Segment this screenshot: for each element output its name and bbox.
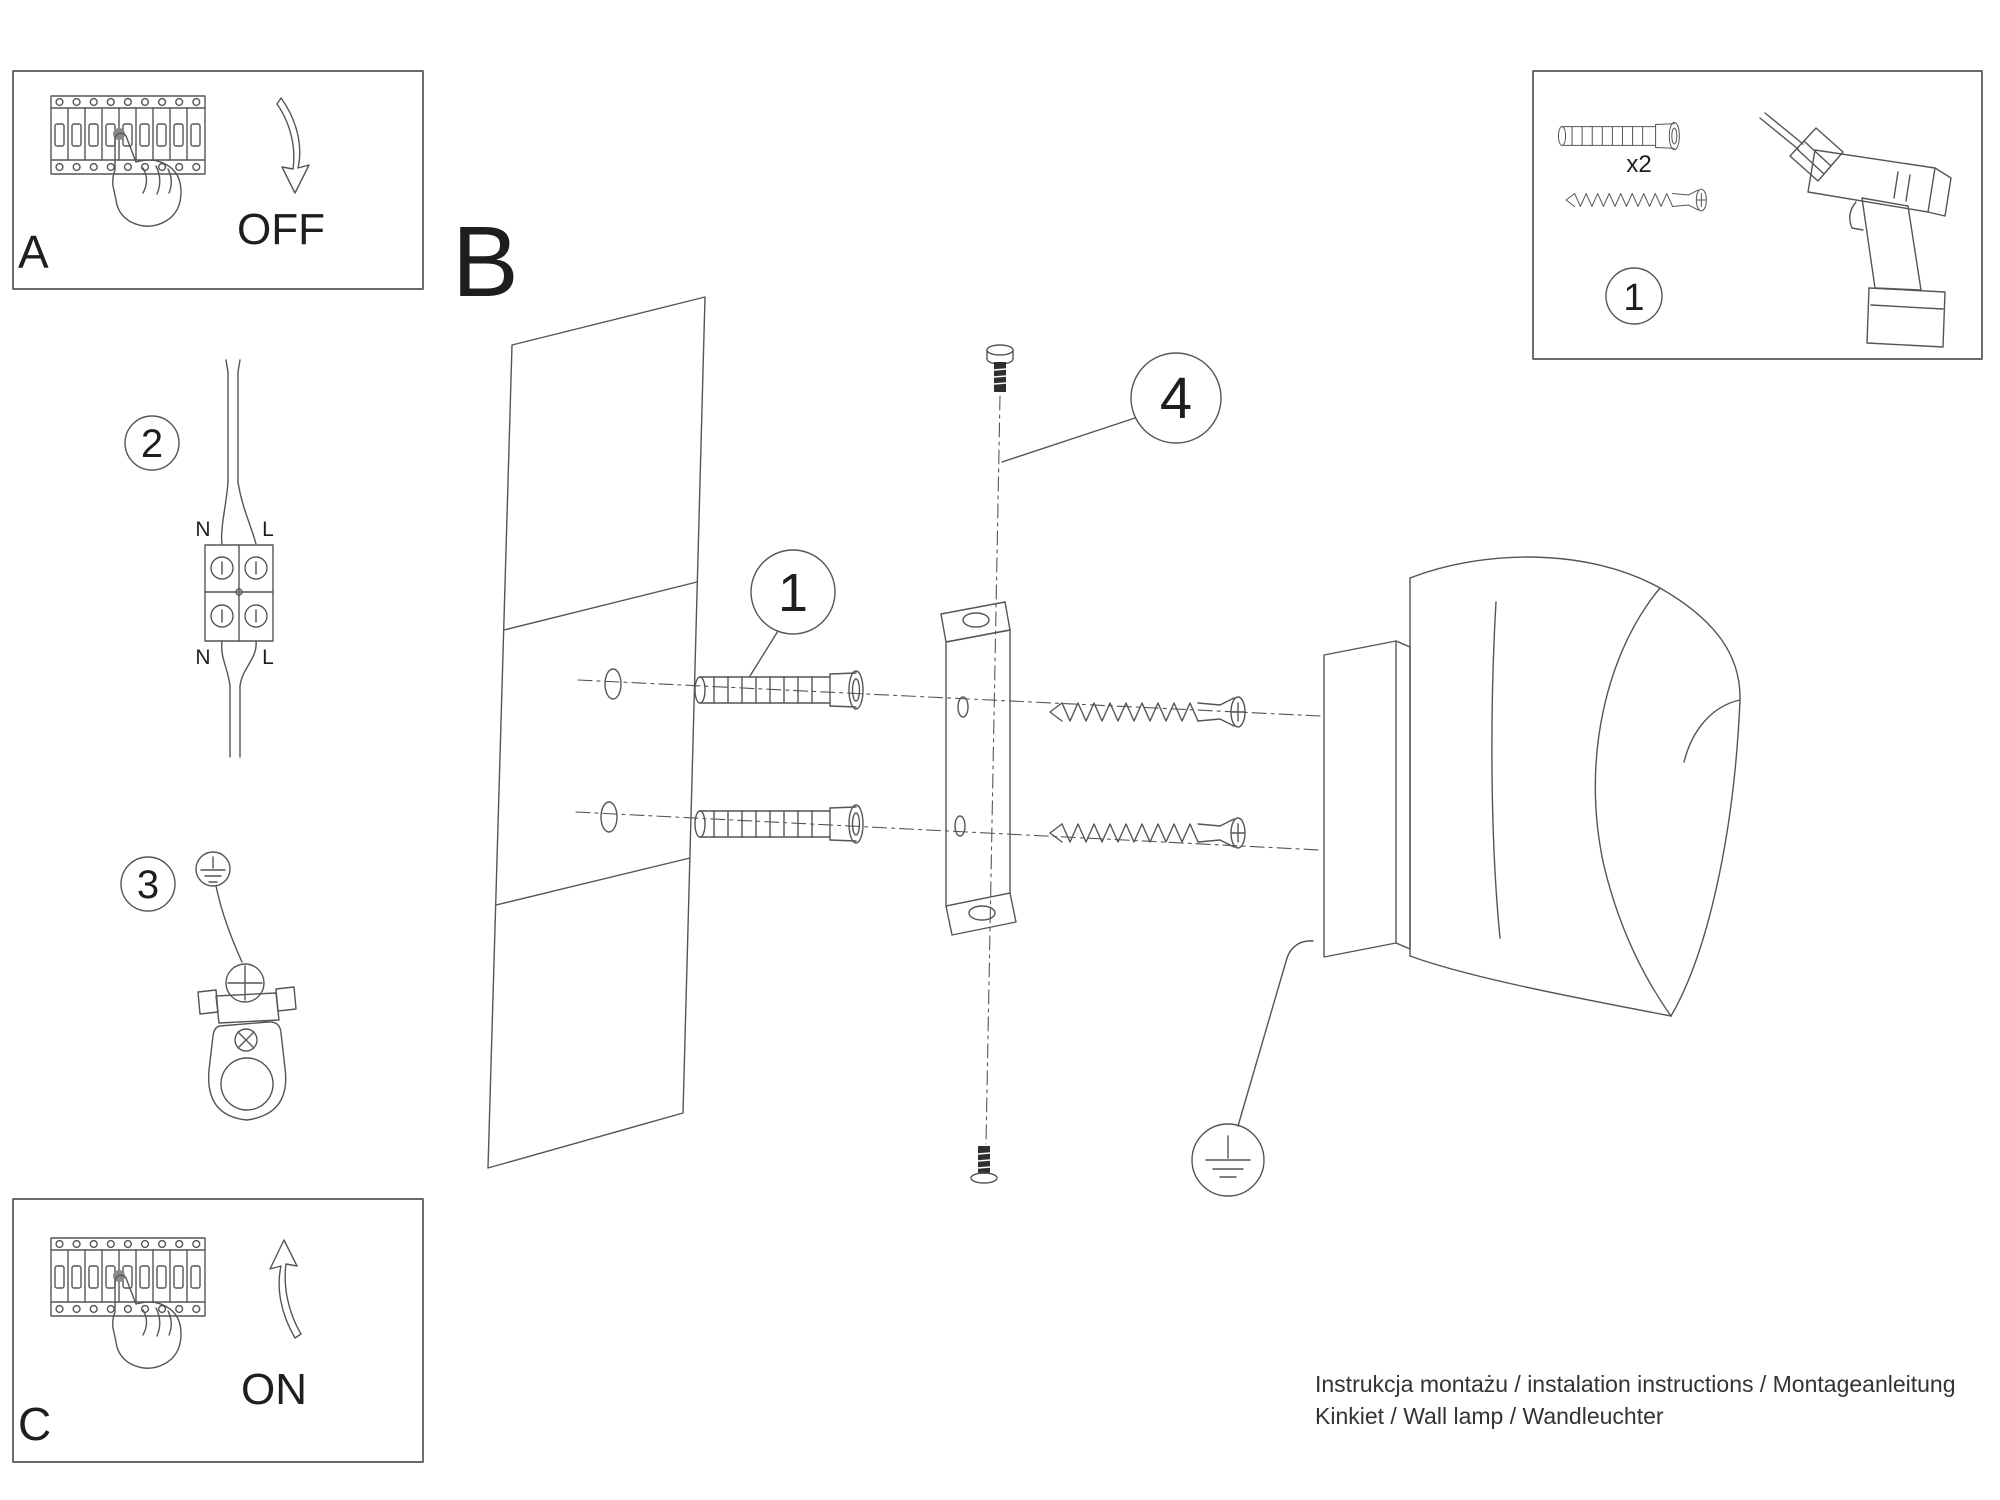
callout-tools-number: 1 [1623, 277, 1644, 319]
wall-hole [600, 801, 618, 833]
screw-icon [1049, 696, 1246, 728]
off-label: OFF [237, 205, 325, 254]
off-arrow-icon [276, 97, 310, 194]
parts-box-border [1532, 70, 1983, 360]
footer-line2: Kinkiet / Wall lamp / Wandleuchter [1315, 1403, 1664, 1429]
on-label: ON [241, 1365, 307, 1414]
section-b-label: B [452, 206, 519, 318]
wall-plug-icon [1557, 121, 1680, 151]
wire-label-n-top: N [195, 518, 210, 541]
wall-hole [604, 668, 622, 700]
footer: Instrukcja montażu / instalation instruc… [1315, 1371, 1956, 1429]
centerlines [575, 679, 1321, 851]
callout-tools: 1 [1605, 267, 1663, 325]
step3-number: 3 [137, 863, 159, 907]
plug-quantity-label: x2 [1626, 151, 1651, 178]
panel-a-border [12, 70, 424, 290]
wall-drawing [487, 296, 706, 1169]
callout-wall-plug: 1 [749, 549, 836, 677]
panel-a-label: A [18, 226, 49, 278]
step2-circle [124, 415, 180, 471]
callout-lamp-screws-number: 4 [1160, 366, 1192, 431]
wire-label-l-bottom: L [262, 646, 274, 669]
panel-c-label: C [18, 1398, 51, 1450]
supply-cable-drawing [220, 359, 257, 545]
lamp-drawing [1323, 556, 1741, 1017]
terminal-block-drawing [204, 544, 274, 642]
panel-c-section: ON C [12, 1198, 424, 1463]
screw-icon [1049, 817, 1246, 849]
screw-icon [1565, 188, 1707, 212]
wall-plug-icon [694, 804, 864, 844]
on-arrow-icon [269, 1239, 302, 1339]
wire-label-l-top: L [262, 518, 274, 541]
screw-axis-line [985, 395, 1001, 1145]
mounting-bracket-drawing [940, 601, 1017, 936]
panel-c-border [12, 1198, 424, 1463]
ring-terminal-drawing [207, 1021, 287, 1121]
lamp-backplate [1323, 640, 1397, 958]
footer-line1: Instrukcja montażu / instalation instruc… [1315, 1371, 1956, 1397]
breaker-panel-icon [50, 95, 206, 227]
step2-number: 2 [141, 422, 163, 466]
lamp-shade [1409, 556, 1741, 1017]
parts-box: x2 1 [1532, 70, 1983, 360]
wire-label-n-bottom: N [195, 646, 210, 669]
lamp-cable-drawing [220, 640, 257, 758]
panel-a-section: OFF A [12, 70, 424, 290]
drill-icon [1759, 112, 1952, 348]
callout-wall-plug-number: 1 [778, 563, 808, 623]
lamp-backplate-side [1395, 640, 1411, 950]
ground-callout [1191, 940, 1314, 1197]
step2-wiring: 2 N L N L [124, 359, 274, 758]
step3-grounding: 3 [120, 851, 297, 1121]
ground-wire-drawing [215, 885, 243, 963]
exploded-view: 1 [487, 296, 1741, 1197]
shade-fixing-screws [970, 344, 1014, 1184]
callout-lamp-screws: 4 [1001, 352, 1222, 463]
ground-clamp-drawing [197, 963, 297, 1024]
ground-symbol-icon [195, 851, 231, 887]
step3-circle [120, 856, 176, 912]
ground-symbol-icon [1205, 1135, 1251, 1178]
breaker-panel-icon [50, 1237, 206, 1369]
